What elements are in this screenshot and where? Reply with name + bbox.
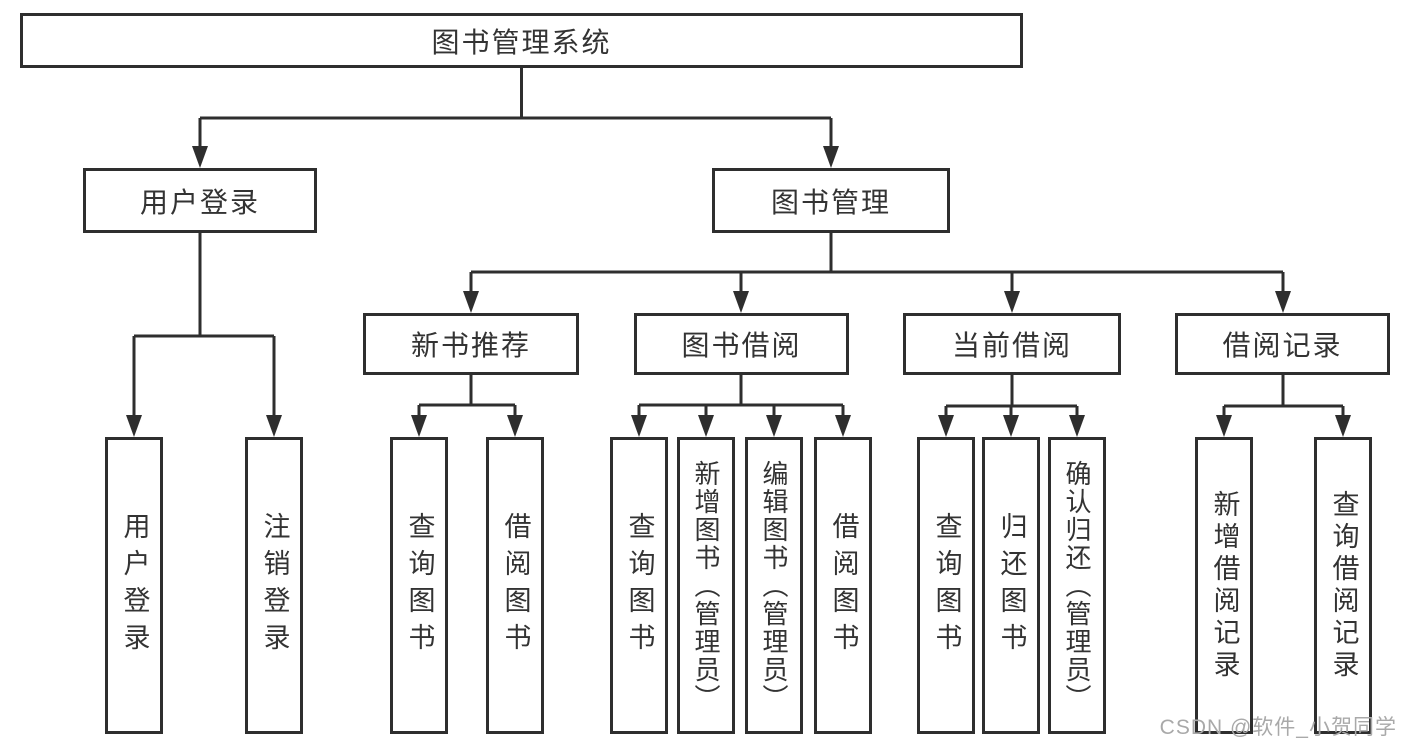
node-root: 图书管理系统 — [20, 13, 1023, 68]
node-borrow-records-label: 借阅记录 — [1222, 330, 1343, 361]
watermark: CSDN @软件_小贺同学 — [1159, 716, 1397, 739]
leaf-add-book-admin-label: 新增图书（管理员） — [691, 459, 721, 712]
leaf-add-book-admin: 新增图书（管理员） — [677, 437, 735, 734]
leaf-borrow-books-recommend: 借阅图书 — [486, 437, 544, 734]
arrowheads — [126, 146, 1351, 437]
leaf-return-book: 归还图书 — [982, 437, 1040, 734]
leaf-edit-book-admin: 编辑图书（管理员） — [745, 437, 803, 734]
leaf-query-books-borrow: 查询图书 — [610, 437, 668, 734]
node-book-borrow-label: 图书借阅 — [681, 330, 802, 361]
leaf-query-books-current: 查询图书 — [917, 437, 975, 734]
node-user-login: 用户登录 — [83, 168, 317, 233]
leaf-return-book-label: 归还图书 — [996, 511, 1027, 660]
leaf-borrow-books-2: 借阅图书 — [814, 437, 872, 734]
leaf-query-books-recommend: 查询图书 — [390, 437, 448, 734]
node-current-borrow: 当前借阅 — [903, 313, 1121, 375]
leaf-edit-book-admin-label: 编辑图书（管理员） — [759, 459, 789, 712]
leaf-user-login-label: 用户登录 — [119, 511, 150, 660]
leaf-add-borrow-record-label: 新增借阅记录 — [1209, 489, 1240, 682]
leaf-borrow-books-recommend-label: 借阅图书 — [500, 511, 531, 660]
leaf-logout-label: 注销登录 — [259, 511, 290, 660]
leaf-confirm-return-admin: 确认归还（管理员） — [1048, 437, 1106, 734]
node-root-label: 图书管理系统 — [431, 26, 612, 58]
node-user-login-label: 用户登录 — [139, 186, 260, 218]
leaf-query-books-borrow-label: 查询图书 — [624, 511, 655, 660]
leaf-confirm-return-admin-label: 确认归还（管理员） — [1062, 459, 1092, 712]
leaf-query-books-recommend-label: 查询图书 — [404, 511, 435, 660]
node-book-management: 图书管理 — [712, 168, 950, 233]
node-book-borrow: 图书借阅 — [634, 313, 849, 375]
leaf-borrow-books-2-label: 借阅图书 — [828, 511, 859, 660]
node-book-management-label: 图书管理 — [770, 186, 891, 218]
node-new-book-recommend-label: 新书推荐 — [410, 330, 531, 361]
node-borrow-records: 借阅记录 — [1175, 313, 1390, 375]
leaf-user-login: 用户登录 — [105, 437, 163, 734]
node-new-book-recommend: 新书推荐 — [363, 313, 579, 375]
leaf-query-borrow-record-label: 查询借阅记录 — [1328, 489, 1359, 682]
node-current-borrow-label: 当前借阅 — [951, 330, 1072, 361]
leaf-query-books-current-label: 查询图书 — [931, 511, 962, 660]
leaf-logout: 注销登录 — [245, 437, 303, 734]
leaf-add-borrow-record: 新增借阅记录 — [1195, 437, 1253, 734]
leaf-query-borrow-record: 查询借阅记录 — [1314, 437, 1372, 734]
